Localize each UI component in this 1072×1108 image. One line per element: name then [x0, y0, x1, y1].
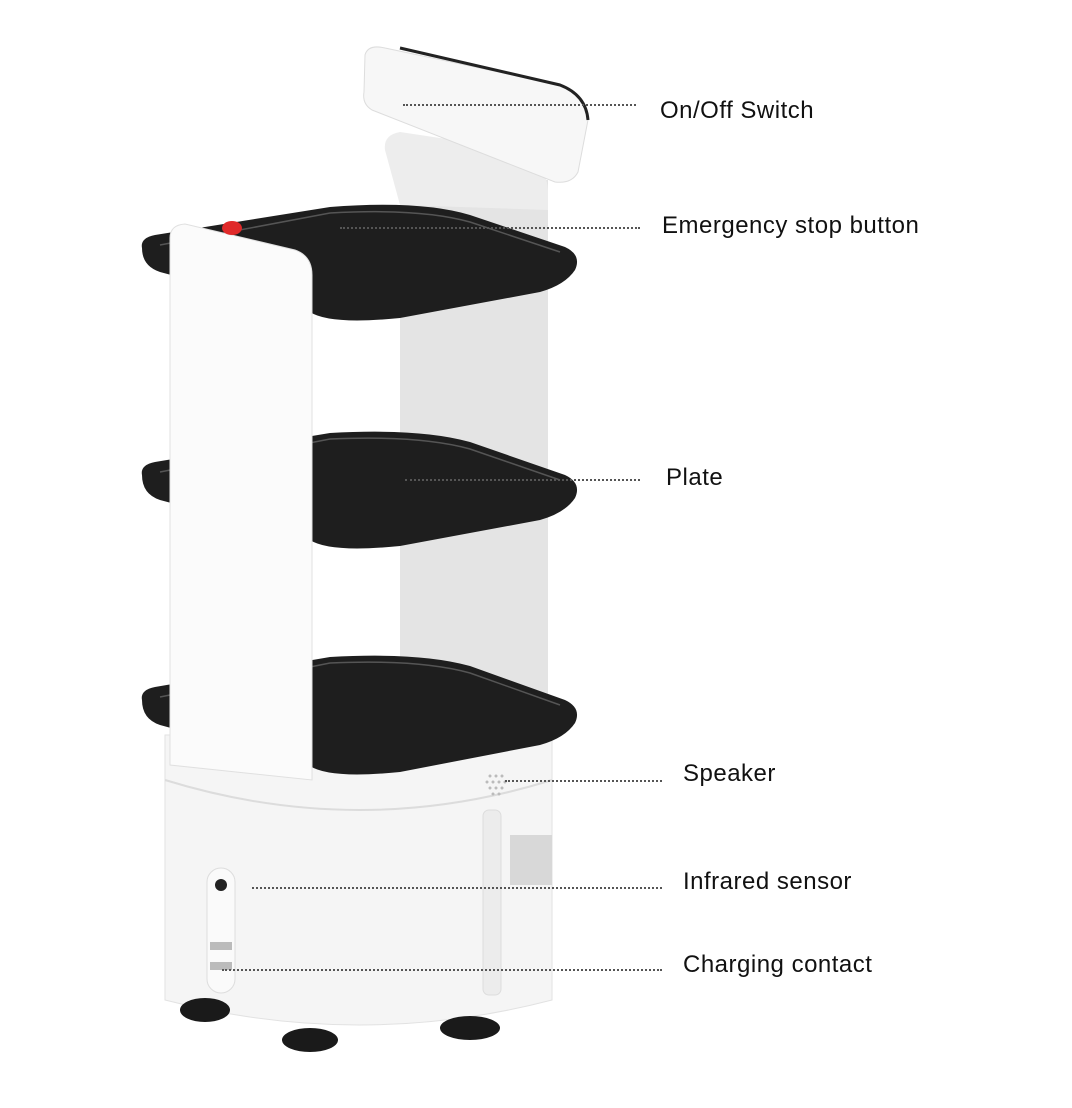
label-emergency-stop: Emergency stop button — [662, 212, 920, 239]
speaker-grille — [485, 774, 507, 796]
leader-line — [222, 969, 662, 971]
front-column — [169, 223, 313, 781]
charging-contact — [210, 942, 232, 950]
emergency-stop-button — [222, 221, 242, 235]
leader-line — [252, 887, 662, 889]
leader-line — [505, 780, 662, 782]
leader-line — [403, 104, 636, 106]
wheel — [440, 1016, 500, 1040]
leader-line — [405, 479, 640, 481]
wheel — [180, 998, 230, 1022]
wheel — [282, 1028, 338, 1052]
label-plate: Plate — [666, 464, 724, 491]
label-charging-contact: Charging contact — [683, 951, 873, 978]
infrared-sensor — [215, 879, 227, 891]
label-infrared-sensor: Infrared sensor — [683, 868, 852, 895]
sensor-panel — [206, 867, 236, 994]
label-speaker: Speaker — [683, 760, 776, 787]
screen-head — [363, 46, 589, 183]
leader-line — [340, 227, 640, 229]
label-on-off-switch: On/Off Switch — [660, 97, 815, 124]
